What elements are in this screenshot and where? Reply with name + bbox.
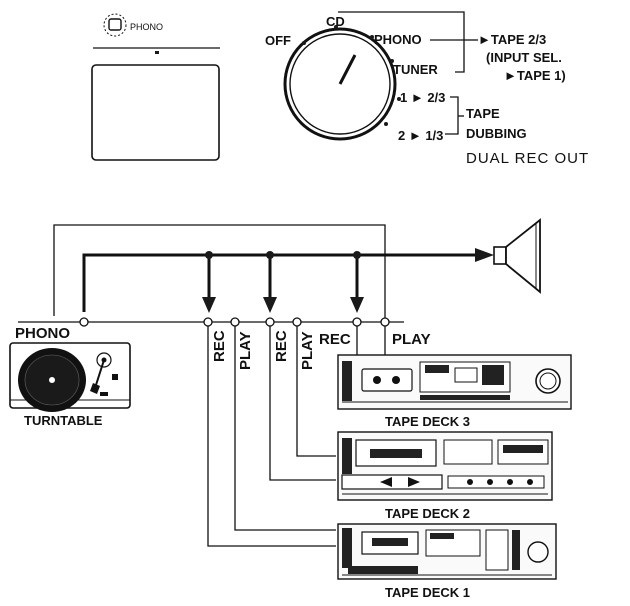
deck3-rec-label: REC (319, 331, 351, 348)
tape-label: TAPE (466, 106, 500, 121)
input-selector-knob[interactable] (283, 25, 401, 141)
deck3-label: TAPE DECK 3 (385, 414, 470, 429)
dubbing-label: DUBBING (466, 126, 527, 141)
position-phono: PHONO (374, 32, 422, 47)
position-off: OFF (265, 33, 291, 48)
position-dub-1: 1 ► 2/3 (400, 90, 445, 105)
phono-jack-label: PHONO (15, 325, 70, 342)
deck1-rec-label: REC (211, 330, 228, 362)
deck3-play-label: PLAY (392, 331, 431, 348)
bracket-dubbing (445, 96, 459, 135)
deck1-label: TAPE DECK 1 (385, 585, 470, 600)
deck2-play-label: PLAY (299, 331, 316, 370)
deck2-rec-label: REC (273, 330, 290, 362)
speaker-icon (493, 218, 541, 294)
deck1-play-label: PLAY (237, 331, 254, 370)
tape-deck-2 (337, 431, 553, 501)
position-cd: CD (326, 14, 345, 29)
turntable-icon (9, 342, 131, 412)
tape-deck-3 (337, 354, 572, 410)
position-tuner: TUNER (393, 62, 438, 77)
cables (207, 326, 386, 547)
phono-indicator: PHONO (103, 13, 163, 37)
display-window (91, 64, 220, 161)
signal-flow (53, 224, 494, 318)
tape-deck-1 (337, 523, 557, 580)
deck2-label: TAPE DECK 2 (385, 506, 470, 521)
turntable-label: TURNTABLE (24, 413, 103, 428)
dual-rec-out-label: DUAL REC OUT (466, 150, 589, 167)
bracket-tape23: ►TAPE 2/3 (478, 32, 546, 47)
bracket-cd-tuner (338, 11, 465, 73)
position-dub-2: 2 ► 1/3 (398, 128, 443, 143)
bracket-tape1: ►TAPE 1) (504, 68, 566, 83)
bracket-inputsel: (INPUT SEL. (486, 50, 562, 65)
phono-indicator-label: PHONO (130, 22, 163, 32)
jack-row (79, 317, 390, 327)
